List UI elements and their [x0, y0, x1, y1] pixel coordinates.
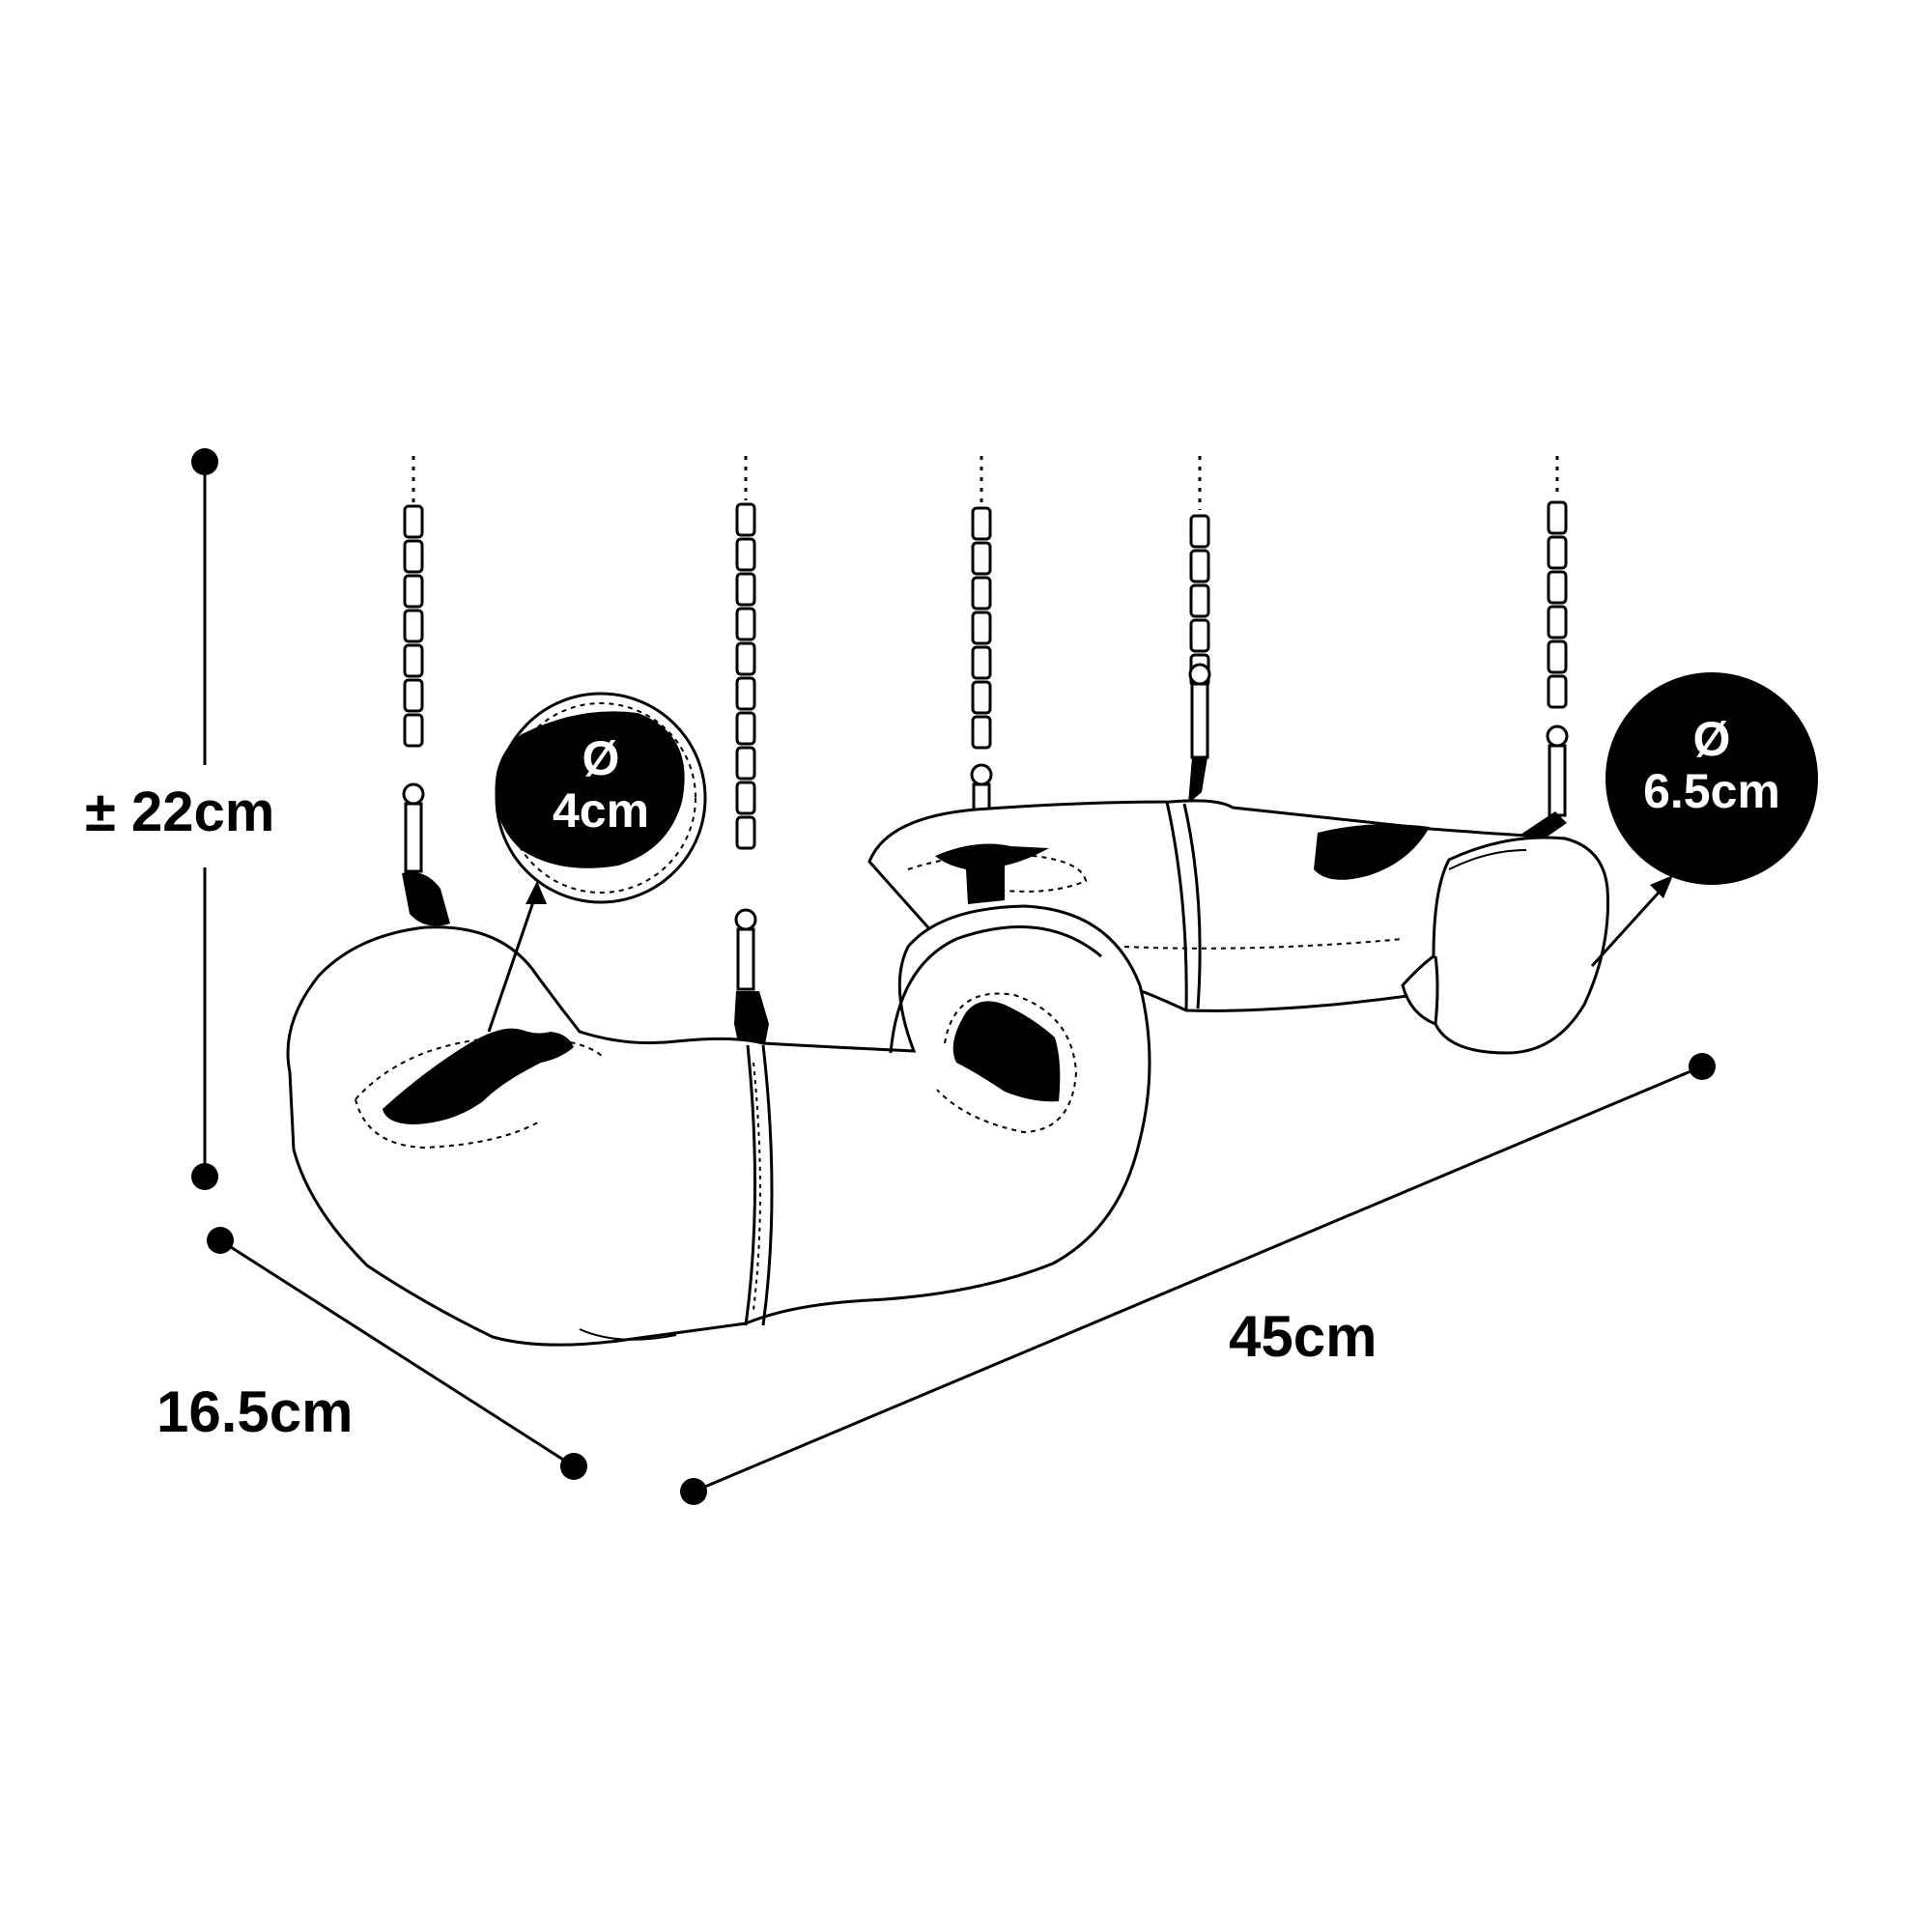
- height-dimension-label: ± 22cm: [85, 781, 275, 843]
- length-dimension-line: [680, 1053, 1716, 1505]
- chain-1: [402, 456, 450, 926]
- small-opening-symbol: Ø: [582, 731, 620, 785]
- large-tunnel-end: [1401, 836, 1609, 1055]
- length-dimension-label: 45cm: [1229, 1304, 1378, 1369]
- chain-3: [970, 456, 993, 860]
- large-opening-size: 6.5cm: [1643, 764, 1780, 818]
- small-opening-label: Ø 4cm: [504, 734, 697, 835]
- large-opening-symbol: Ø: [1692, 712, 1731, 766]
- height-dimension-line: [191, 448, 218, 1190]
- depth-dimension-label: 16.5cm: [156, 1379, 354, 1444]
- depth-dimension-line: [207, 1227, 587, 1480]
- large-opening-label: Ø 6.5cm: [1605, 715, 1818, 815]
- large-opening-callout: [1590, 672, 1818, 968]
- small-opening-size: 4cm: [552, 783, 650, 838]
- chain-4: [1188, 456, 1211, 804]
- chain-2: [734, 456, 769, 1074]
- chain-5: [1520, 456, 1569, 844]
- front-tunnel: [286, 904, 1151, 1347]
- small-opening-callout: [487, 692, 707, 1033]
